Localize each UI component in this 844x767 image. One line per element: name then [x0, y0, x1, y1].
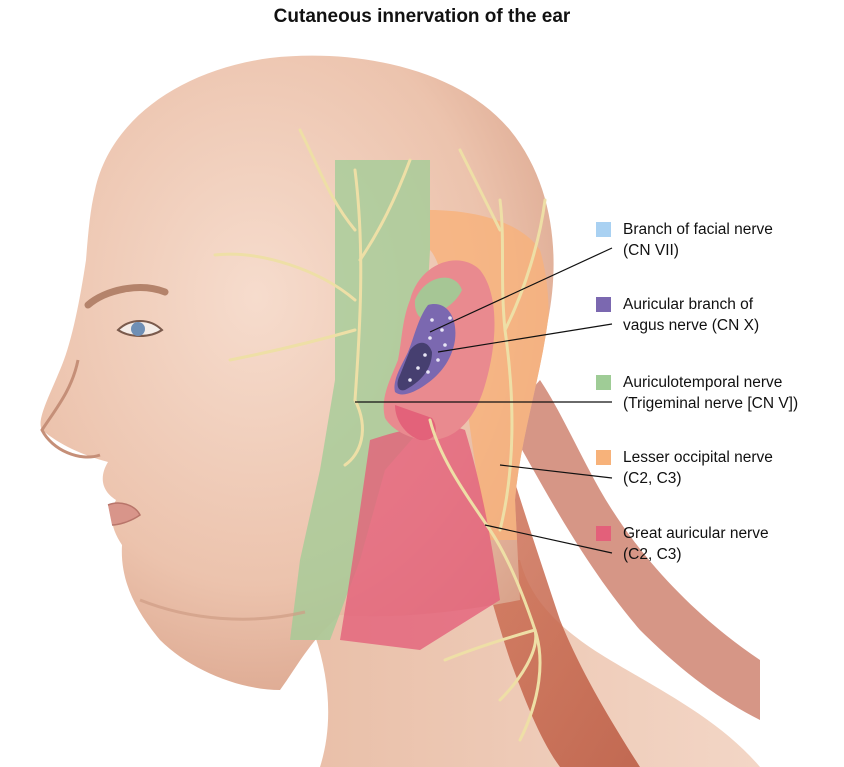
jaw-line [139, 598, 306, 621]
great-auricular-zone [340, 425, 500, 650]
legend-line2: vagus nerve (CN X) [623, 317, 760, 334]
eyebrow [84, 284, 169, 309]
legend-line1: Lesser occipital nerve [623, 449, 773, 466]
legend-swatch [596, 450, 611, 465]
legend-line1: Auriculotemporal nerve [623, 374, 783, 391]
legend-line2: (C2, C3) [623, 546, 682, 563]
legend-line1: Branch of facial nerve [623, 221, 773, 238]
ear-lobe [395, 405, 436, 441]
legend-line1: Auricular branch of [623, 296, 754, 313]
legend-line2: (C2, C3) [623, 470, 682, 487]
trapezius-muscle [505, 380, 760, 720]
legend-swatch [596, 297, 611, 312]
leader-lines [355, 247, 613, 554]
legend-line2: (Trigeminal nerve [CN V]) [623, 395, 799, 412]
nose [40, 359, 101, 459]
legend-line1: Great auricular nerve [623, 525, 769, 542]
legend-swatch [596, 222, 611, 237]
lips [107, 502, 141, 526]
iris [131, 322, 145, 336]
legend-line2: (CN VII) [623, 242, 679, 259]
legend-swatch [596, 375, 611, 390]
legend-swatch [596, 526, 611, 541]
nerve-branches [213, 128, 547, 742]
diagram-title: Cutaneous innervation of the ear [273, 6, 571, 27]
concha-dots [408, 316, 452, 382]
auriculotemporal-zone [290, 160, 430, 640]
